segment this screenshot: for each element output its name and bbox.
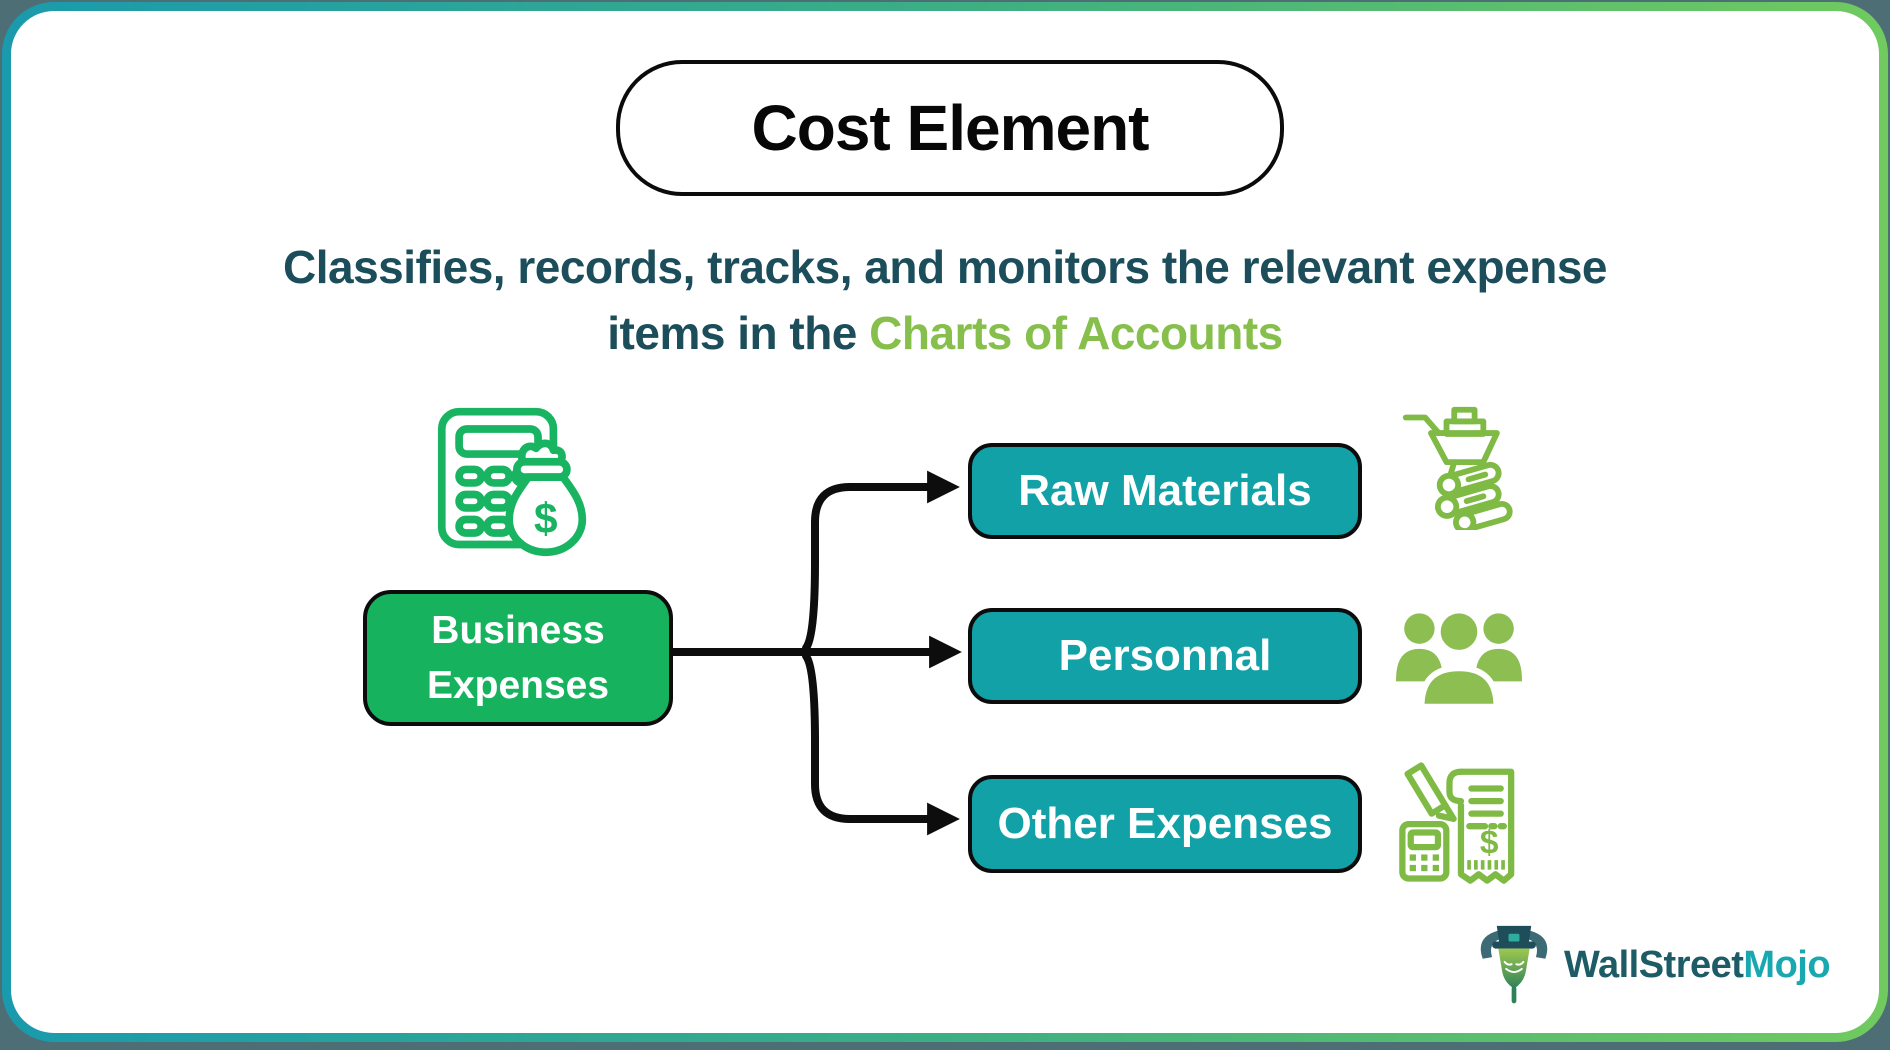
brand-name-wallstreet: WallStreet xyxy=(1564,943,1744,986)
other-expenses-label: Other Expenses xyxy=(997,799,1333,848)
brand-name-mojo: Mojo xyxy=(1743,943,1831,986)
subtitle: Classifies, records, tracks, and monitor… xyxy=(0,234,1890,366)
node-raw-materials: Raw Materials xyxy=(968,443,1362,539)
wheelbarrow-logs-icon xyxy=(1402,406,1513,530)
subtitle-line2-accent: Charts of Accounts xyxy=(869,307,1283,359)
business-expenses-label-line2: Expenses xyxy=(426,664,610,707)
page-title: Cost Element xyxy=(751,92,1150,164)
node-other-expenses: Other Expenses xyxy=(968,775,1362,873)
people-group-icon xyxy=(1396,607,1522,708)
raw-materials-label: Raw Materials xyxy=(1018,466,1312,515)
calculator-moneybag-icon: $ xyxy=(437,407,587,556)
connector-bottom xyxy=(802,652,960,836)
subtitle-line2-prefix: items in the xyxy=(607,307,870,359)
personnal-label: Personnal xyxy=(1058,631,1272,680)
bull-tophat-icon xyxy=(1480,925,1548,1004)
node-business-expenses: Business Expenses xyxy=(363,590,673,726)
node-personnal: Personnal xyxy=(968,608,1362,704)
business-expenses-label-line1: Business xyxy=(431,609,605,652)
receipt-calculator-icon: $ xyxy=(1399,762,1515,884)
connector-top xyxy=(802,470,960,652)
receipt-dollar-glyph: $ xyxy=(1480,824,1499,861)
moneybag-dollar-glyph: $ xyxy=(534,495,558,542)
brand-name: WallStreetMojo xyxy=(1564,943,1831,987)
subtitle-line1: Classifies, records, tracks, and monitor… xyxy=(282,241,1608,293)
title-pill: Cost Element xyxy=(616,60,1284,196)
brand-logo: WallStreetMojo xyxy=(1478,918,1831,1012)
